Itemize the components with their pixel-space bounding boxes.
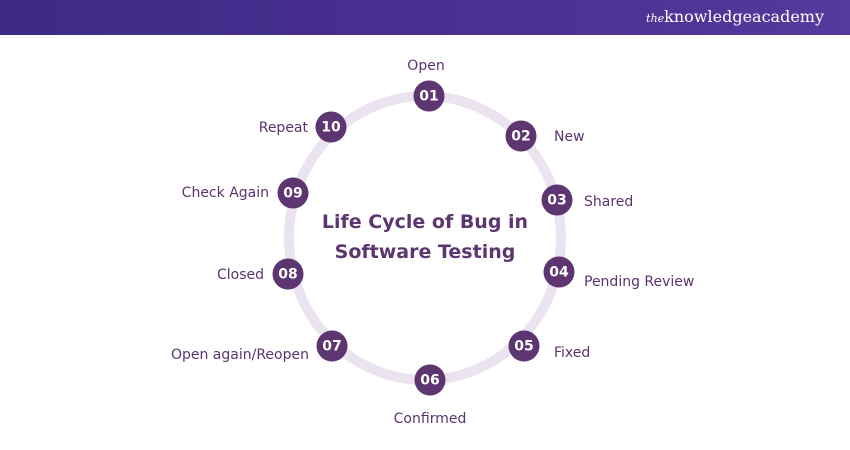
title-line-1: Life Cycle of Bug in <box>321 211 529 233</box>
step-node-03: 03 <box>541 184 573 216</box>
logo-prefix: the <box>646 12 665 25</box>
step-label-check-again: Check Again <box>181 185 269 201</box>
step-label-closed: Closed <box>216 267 264 283</box>
step-label-open: Open <box>407 58 445 74</box>
diagram-title: Life Cycle of Bug in Software Testing <box>322 207 528 267</box>
step-label-shared: Shared <box>584 194 634 210</box>
step-node-01: 01 <box>413 80 445 112</box>
step-node-02: 02 <box>505 120 537 152</box>
step-node-08: 08 <box>272 258 304 290</box>
step-label-repeat: Repeat <box>258 120 308 136</box>
step-label-fixed: Fixed <box>554 345 591 361</box>
logo-name: knowledgeacademy <box>664 7 824 26</box>
step-node-10: 10 <box>315 111 347 143</box>
step-label-pending-review: Pending Review <box>584 274 695 290</box>
step-label-reopen: Open again/Reopen <box>170 347 309 363</box>
step-node-09: 09 <box>277 177 309 209</box>
step-node-04: 04 <box>543 256 575 288</box>
title-line-2: Software Testing <box>334 241 516 263</box>
step-node-05: 05 <box>508 330 540 362</box>
header-bar: theknowledgeacademy <box>0 0 850 35</box>
step-label-new: New <box>554 129 585 145</box>
brand-logo: theknowledgeacademy <box>646 7 824 26</box>
step-node-06: 06 <box>414 364 446 396</box>
step-label-confirmed: Confirmed <box>393 411 467 427</box>
step-node-07: 07 <box>316 330 348 362</box>
